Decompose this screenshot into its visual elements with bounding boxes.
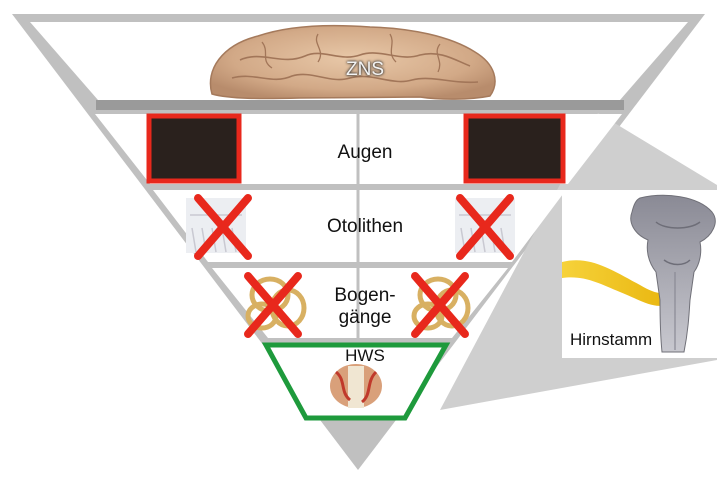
level-label-otolithen: Otolithen <box>290 216 440 238</box>
left-eye-blocked <box>149 116 239 181</box>
inset-label-hirnstamm: Hirnstamm <box>570 330 700 350</box>
level-label-hws: HWS <box>315 346 415 366</box>
zns-separator <box>96 100 624 110</box>
level-label-bogengaenge-line2: gänge <box>300 307 430 329</box>
cervical-spine-image <box>330 364 382 408</box>
level-label-bogengaenge: Bogen- gänge <box>300 285 430 329</box>
level-label-augen: Augen <box>300 142 430 164</box>
level-label-zns: ZNS <box>300 59 430 81</box>
right-eye-blocked <box>466 116 563 181</box>
level-label-bogengaenge-line1: Bogen- <box>300 285 430 307</box>
